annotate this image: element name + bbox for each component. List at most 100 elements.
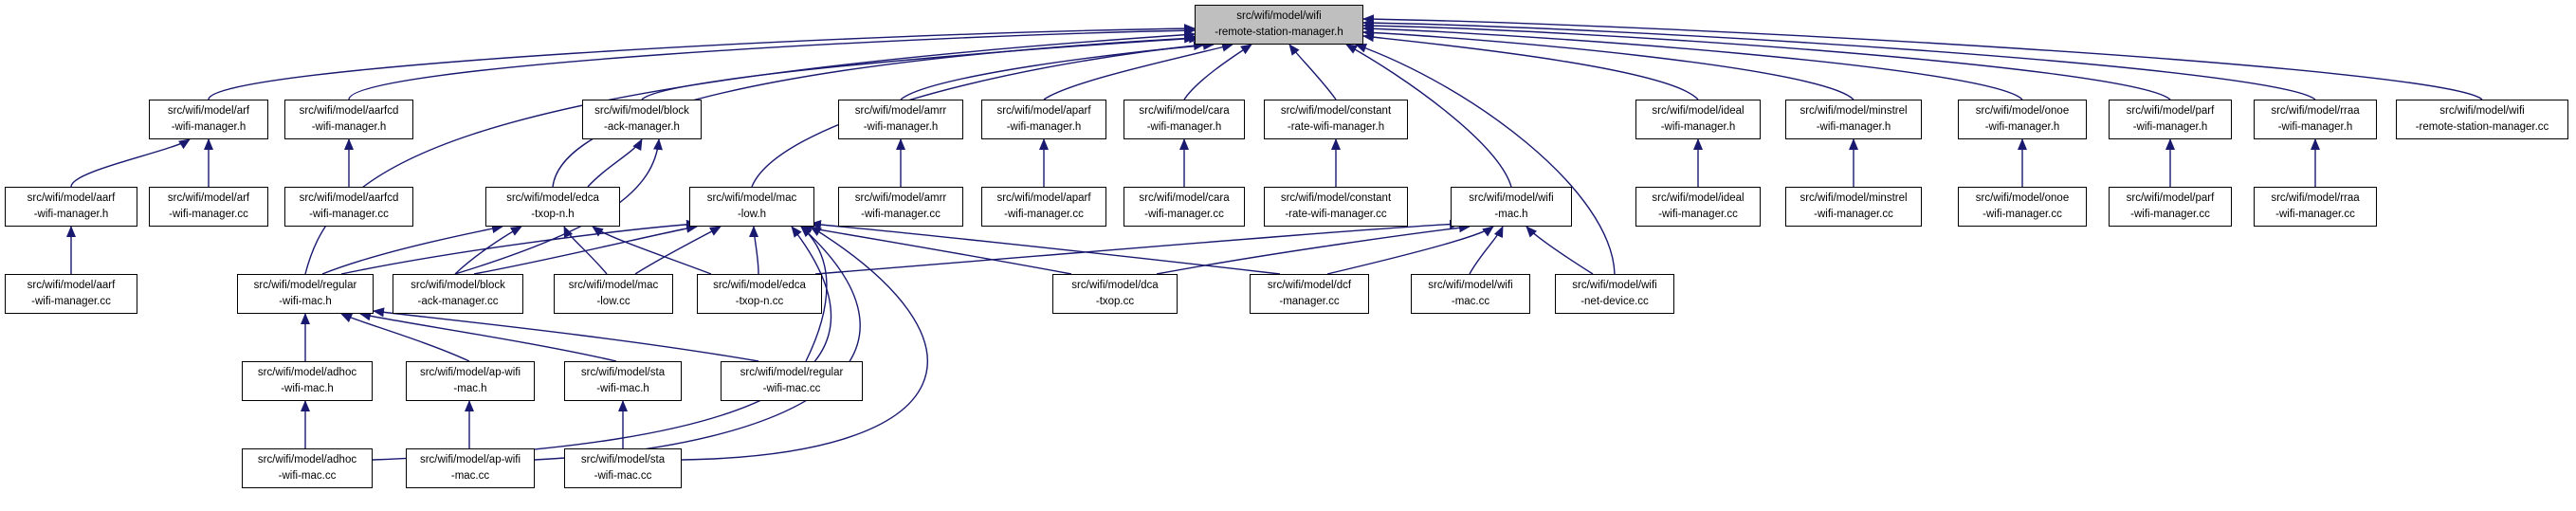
node-line1: src/wifi/model/cara	[1139, 192, 1230, 204]
node-line2: -wifi-manager.cc	[169, 209, 248, 220]
node-line2: -wifi-manager.cc	[2130, 209, 2210, 220]
node-constant-h[interactable]: src/wifi/model/constant -rate-wifi-manag…	[1264, 100, 1408, 139]
node-line2: -wifi-manager.cc	[1982, 209, 2062, 220]
node-line1: src/wifi/model/aarf	[27, 192, 116, 204]
edge-regular-cc-regular	[373, 307, 759, 362]
node-line2: -wifi-mac.h	[596, 383, 649, 394]
edge-sta-h	[359, 311, 617, 362]
node-block-ack-h[interactable]: src/wifi/model/block -ack-manager.h	[582, 100, 702, 139]
edge-edca-h-block	[587, 138, 643, 188]
node-line1: src/wifi/model/rraa	[2271, 192, 2360, 204]
edge-regular-maclow	[340, 219, 698, 275]
node-ap-h[interactable]: src/wifi/model/ap-wifi -mac.h	[406, 361, 535, 401]
node-aarfcd-cc[interactable]: src/wifi/model/aarfcd -wifi-manager.cc	[284, 187, 413, 227]
node-aarf-h[interactable]: src/wifi/model/aarf -wifi-manager.h	[5, 187, 137, 227]
node-line2: -wifi-manager.h	[2277, 121, 2353, 133]
node-ap-cc[interactable]: src/wifi/model/ap-wifi -mac.cc	[406, 448, 535, 488]
node-line2: -wifi-manager.h	[33, 209, 109, 220]
node-regular-cc[interactable]: src/wifi/model/regular -wifi-mac.cc	[721, 361, 863, 401]
node-block-ack-cc[interactable]: src/wifi/model/block -ack-manager.cc	[393, 274, 523, 314]
node-aparf-cc[interactable]: src/wifi/model/aparf -wifi-manager.cc	[981, 187, 1106, 227]
node-line1: src/wifi/model/wifi	[1236, 10, 1322, 22]
node-minstrel-cc[interactable]: src/wifi/model/minstrel -wifi-manager.cc	[1785, 187, 1922, 227]
node-wifi-mac-cc[interactable]: src/wifi/model/wifi -mac.cc	[1411, 274, 1530, 314]
node-line2: -mac.cc	[1451, 296, 1490, 307]
node-line1: src/wifi/model/wifi	[1572, 280, 1657, 291]
node-edca-cc[interactable]: src/wifi/model/edca -txop-n.cc	[697, 274, 822, 314]
node-line1: src/wifi/model/parf	[2126, 105, 2215, 117]
node-dca-cc[interactable]: src/wifi/model/dca -txop.cc	[1052, 274, 1178, 314]
node-mac-low-cc[interactable]: src/wifi/model/mac -low.cc	[554, 274, 673, 314]
node-arf-cc[interactable]: src/wifi/model/arf -wifi-manager.cc	[149, 187, 268, 227]
edge-wifi-mac-h	[1345, 44, 1512, 188]
node-amrr-h[interactable]: src/wifi/model/amrr -wifi-manager.h	[838, 100, 963, 139]
node-line1: src/wifi/model/regular	[740, 367, 844, 378]
node-line1: src/wifi/model/cara	[1139, 105, 1230, 117]
node-line2: -wifi-mac.cc	[762, 383, 821, 394]
node-line2: -wifi-mac.h	[279, 296, 332, 307]
node-cara-h[interactable]: src/wifi/model/cara -wifi-manager.h	[1124, 100, 1245, 139]
edge-sta-cc-maclow	[681, 226, 928, 461]
edge-onoe-h	[1362, 24, 2023, 100]
edge-constant-h	[1288, 44, 1337, 100]
node-parf-cc[interactable]: src/wifi/model/parf -wifi-manager.cc	[2109, 187, 2232, 227]
node-wifi-mac-h[interactable]: src/wifi/model/wifi -mac.h	[1451, 187, 1572, 227]
node-line2: -low.cc	[596, 296, 630, 307]
node-line2: -remote-station-manager.h	[1215, 27, 1343, 38]
node-line2: -mac.cc	[450, 470, 490, 482]
node-line1: src/wifi/model/ap-wifi	[419, 454, 521, 465]
edge-wifi-mac-cc	[1469, 226, 1504, 275]
node-dcf-cc[interactable]: src/wifi/model/dcf -manager.cc	[1250, 274, 1369, 314]
node-line1: src/wifi/model/onoe	[1975, 192, 2070, 204]
node-regular-h[interactable]: src/wifi/model/regular -wifi-mac.h	[237, 274, 374, 314]
node-line2: -mac.h	[453, 383, 487, 394]
node-rraa-h[interactable]: src/wifi/model/rraa -wifi-manager.h	[2254, 100, 2377, 139]
edge-regular-edca	[321, 224, 503, 275]
edge-net-device-cc	[1355, 44, 1616, 275]
edge-aarf-h	[70, 138, 191, 188]
node-ideal-h[interactable]: src/wifi/model/ideal -wifi-manager.h	[1635, 100, 1761, 139]
node-parf-h[interactable]: src/wifi/model/parf -wifi-manager.h	[2109, 100, 2232, 139]
node-sta-h[interactable]: src/wifi/model/sta -wifi-mac.h	[564, 361, 682, 401]
node-line1: src/wifi/model/minstrel	[1800, 192, 1908, 204]
node-line2: -wifi-manager.h	[2132, 121, 2208, 133]
node-adhoc-h[interactable]: src/wifi/model/adhoc -wifi-mac.h	[242, 361, 373, 401]
node-aarfcd-h[interactable]: src/wifi/model/aarfcd -wifi-manager.h	[284, 100, 413, 139]
edge-mac-low-cc-edca	[563, 226, 608, 275]
node-cara-cc[interactable]: src/wifi/model/cara -wifi-manager.cc	[1124, 187, 1245, 227]
node-line1: src/wifi/model/aarfcd	[299, 192, 399, 204]
node-onoe-h[interactable]: src/wifi/model/onoe -wifi-manager.h	[1958, 100, 2087, 139]
node-ideal-cc[interactable]: src/wifi/model/ideal -wifi-manager.cc	[1635, 187, 1761, 227]
node-line1: src/wifi/model/ap-wifi	[419, 367, 521, 378]
node-line2: -rate-wifi-manager.h	[1287, 121, 1385, 133]
node-line1: src/wifi/model/wifi	[2439, 105, 2525, 117]
node-onoe-cc[interactable]: src/wifi/model/onoe -wifi-manager.cc	[1958, 187, 2087, 227]
node-rsm-cc[interactable]: src/wifi/model/wifi -remote-station-mana…	[2396, 100, 2568, 139]
node-line2: -wifi-manager.h	[311, 121, 387, 133]
node-aparf-h[interactable]: src/wifi/model/aparf -wifi-manager.h	[981, 100, 1106, 139]
node-amrr-cc[interactable]: src/wifi/model/amrr -wifi-manager.cc	[838, 187, 963, 227]
node-sta-cc[interactable]: src/wifi/model/sta -wifi-mac.cc	[564, 448, 682, 488]
node-line1: src/wifi/model/dca	[1071, 280, 1159, 291]
edge-edca-cc-edca	[592, 226, 712, 275]
node-line1: src/wifi/model/amrr	[854, 105, 947, 117]
edge-parf-h	[1362, 21, 2171, 100]
edge-ideal-h	[1362, 32, 1699, 100]
node-line2: -wifi-manager.cc	[1814, 209, 1893, 220]
node-aarf-cc[interactable]: src/wifi/model/aarf -wifi-manager.cc	[5, 274, 137, 314]
node-edca-h[interactable]: src/wifi/model/edca -txop-n.h	[485, 187, 620, 227]
node-line2: -net-device.cc	[1580, 296, 1649, 307]
edge-aarfcd-h	[348, 26, 1196, 100]
node-net-device-cc[interactable]: src/wifi/model/wifi -net-device.cc	[1555, 274, 1674, 314]
node-adhoc-cc[interactable]: src/wifi/model/adhoc -wifi-mac.cc	[242, 448, 373, 488]
node-line1: src/wifi/model/block	[594, 105, 689, 117]
edge-rraa-h	[1362, 18, 2316, 100]
node-arf-h[interactable]: src/wifi/model/arf -wifi-manager.h	[149, 100, 268, 139]
node-mac-low-h[interactable]: src/wifi/model/mac -low.h	[689, 187, 814, 227]
node-constant-cc[interactable]: src/wifi/model/constant -rate-wifi-manag…	[1264, 187, 1408, 227]
node-rraa-cc[interactable]: src/wifi/model/rraa -wifi-manager.cc	[2254, 187, 2377, 227]
node-minstrel-h[interactable]: src/wifi/model/minstrel -wifi-manager.h	[1785, 100, 1922, 139]
node-line1: src/wifi/model/aparf	[996, 192, 1091, 204]
edge-regular-h	[304, 29, 1196, 275]
edge-dcf-cc-wifimac	[1326, 226, 1494, 275]
